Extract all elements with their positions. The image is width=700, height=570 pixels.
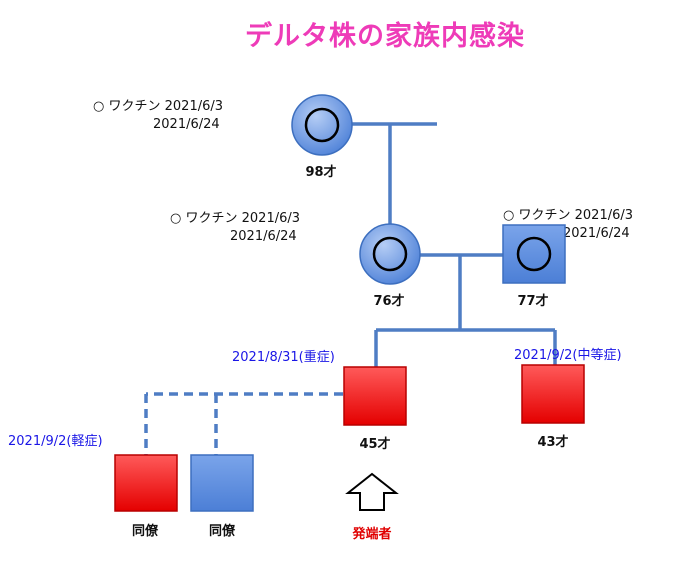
son1-infected-square: [343, 366, 407, 426]
contact-lines: [144, 392, 343, 455]
vaccination-date-1: 2021/6/3: [241, 211, 301, 226]
vaccination-note-mother: ○ ワクチン 2021/6/3: [503, 207, 633, 224]
coworker1-infected-square: [114, 454, 178, 512]
vaccination-note-grandparent: ○ ワクチン 2021/6/3: [93, 98, 223, 115]
age-father: 76才: [373, 294, 405, 309]
grandparent-female-symbol: [291, 94, 353, 156]
infection-date-son1: 2021/8/31(重症): [232, 350, 335, 365]
index-case-arrow-icon: [345, 472, 399, 511]
son2-infected-square: [521, 364, 585, 424]
vaccination-date-2-mother: 2021/6/24: [563, 226, 630, 241]
father-symbol: [359, 223, 421, 285]
diagram-title: デルタ株の家族内感染: [245, 21, 525, 52]
coworker2-square: [190, 454, 254, 512]
coworker2-label: 同僚: [208, 524, 235, 539]
vaccination-label: ワクチン: [185, 211, 238, 226]
vaccination-date-2-father: 2021/6/24: [230, 229, 297, 244]
vaccination-date-2-grandparent: 2021/6/24: [153, 117, 220, 132]
infection-date-son2: 2021/9/2(中等症): [514, 348, 622, 363]
infection-date-coworkers: 2021/9/2(軽症): [8, 434, 103, 449]
vaccination-date-1: 2021/6/3: [164, 99, 224, 114]
age-son2: 43才: [537, 435, 569, 450]
vaccination-bullet-icon: ○: [503, 208, 515, 223]
pedigree-lines: [352, 122, 557, 368]
vaccination-label: ワクチン: [108, 99, 161, 114]
vaccination-note-father: ○ ワクチン 2021/6/3: [170, 210, 300, 227]
age-son1: 45才: [359, 437, 391, 452]
vaccination-bullet-icon: ○: [93, 99, 105, 114]
vaccination-bullet-icon: ○: [170, 211, 182, 226]
index-case-label: 発端者: [352, 527, 392, 542]
vaccination-label: ワクチン: [518, 208, 571, 223]
age-mother: 77才: [517, 294, 549, 309]
vaccination-date-1: 2021/6/3: [574, 208, 634, 223]
coworker1-label: 同僚: [131, 524, 158, 539]
mother-symbol: [502, 224, 566, 284]
age-grandparent: 98才: [305, 165, 337, 180]
